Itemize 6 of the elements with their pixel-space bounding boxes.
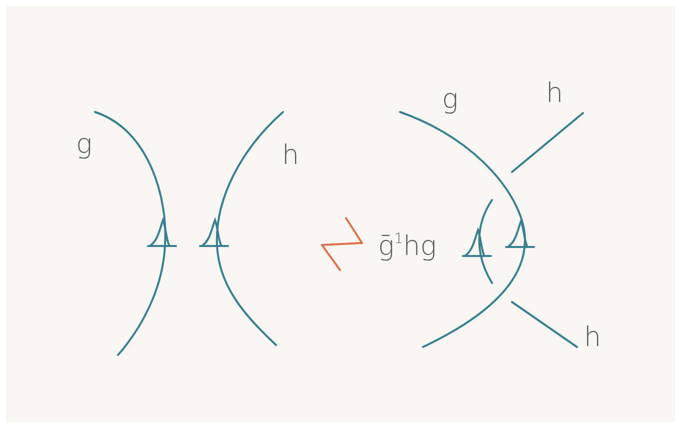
strand-label: g <box>76 131 92 158</box>
strand-label: g <box>442 86 458 113</box>
strand-label: h <box>282 142 300 169</box>
strand-label: h <box>546 80 564 107</box>
strand-label: ḡ$^{1}$hg <box>378 232 436 260</box>
strand-label: h <box>584 324 602 351</box>
